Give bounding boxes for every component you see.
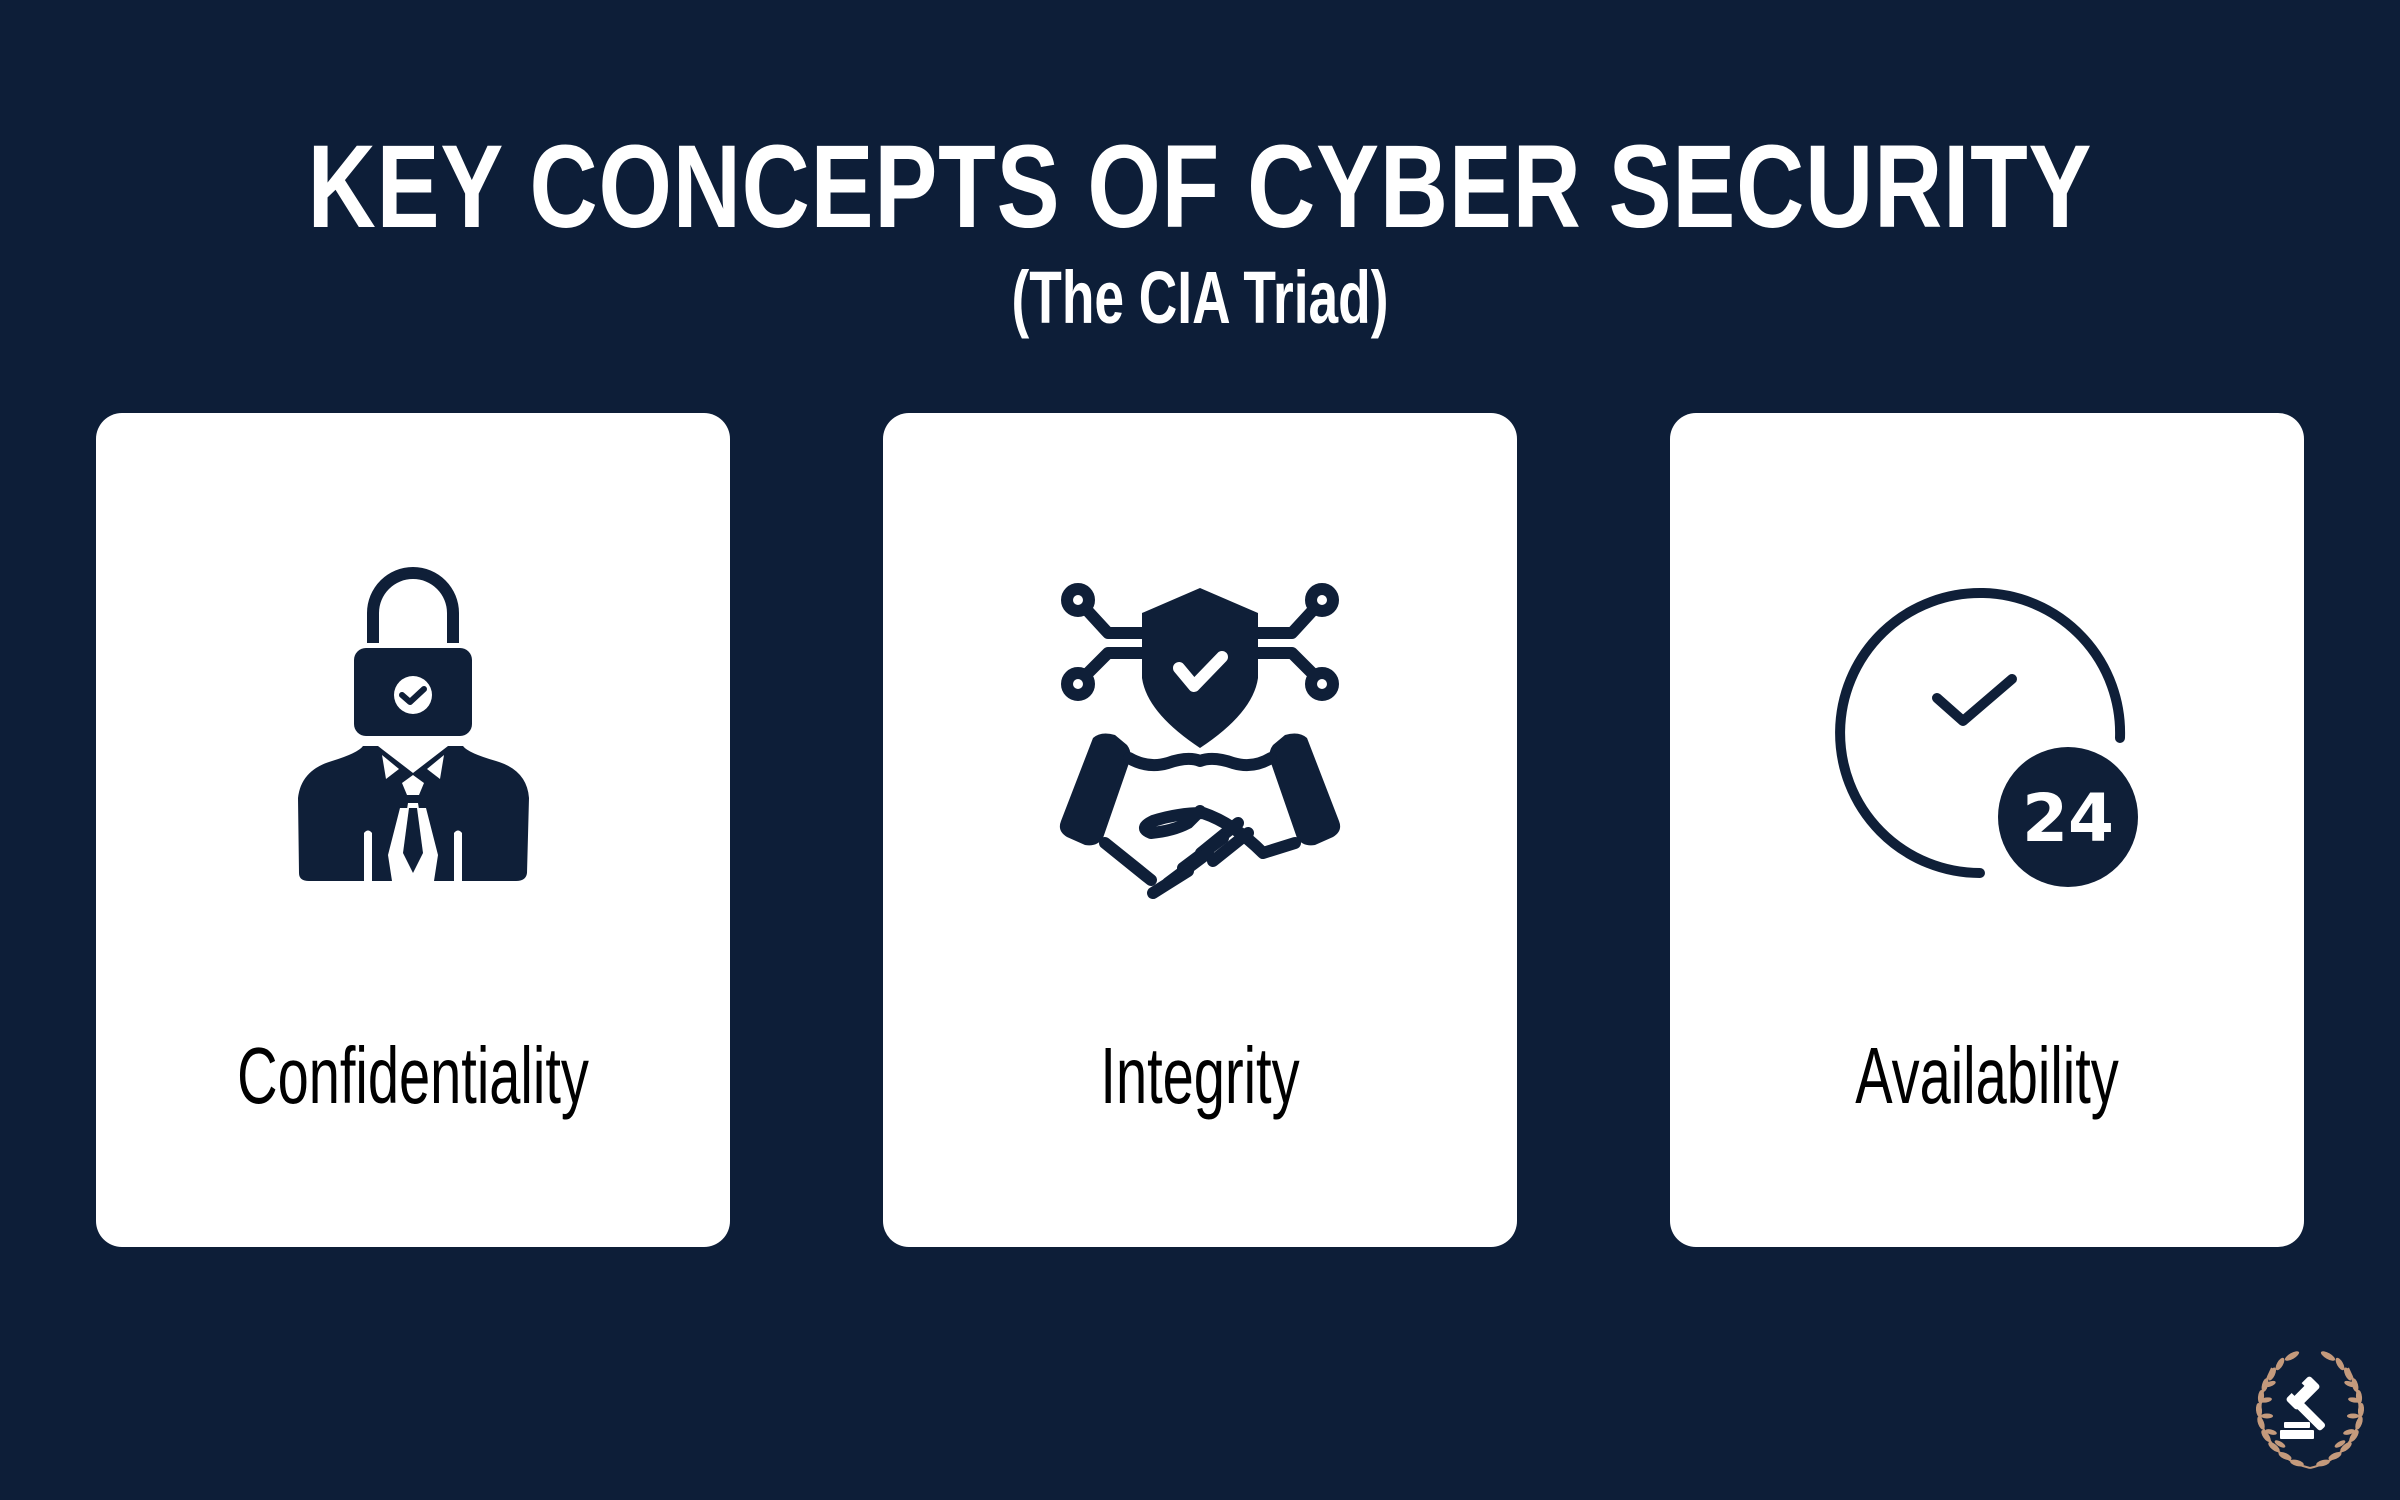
card-label: Integrity: [1100, 1031, 1300, 1120]
clock-24-check-icon: 24: [1835, 588, 2138, 887]
24-badge: [1998, 747, 2138, 887]
svg-text:24: 24: [2022, 780, 2114, 857]
card-label: Availability: [1855, 1031, 2119, 1120]
card-confidentiality: Confidentiality: [96, 413, 730, 1247]
card-availability: 24 Availability: [1670, 413, 2304, 1247]
page-title: KEY CONCEPTS OF CYBER SECURITY: [307, 121, 2093, 253]
locked-person-icon: [298, 567, 529, 881]
shield-handshake-icon: [1059, 583, 1341, 899]
card-integrity: Integrity: [883, 413, 1517, 1247]
page-subtitle: (The CIA Triad): [1011, 256, 1389, 339]
gavel-laurel-logo-icon: [2255, 1351, 2365, 1469]
card-label: Confidentiality: [237, 1031, 589, 1120]
